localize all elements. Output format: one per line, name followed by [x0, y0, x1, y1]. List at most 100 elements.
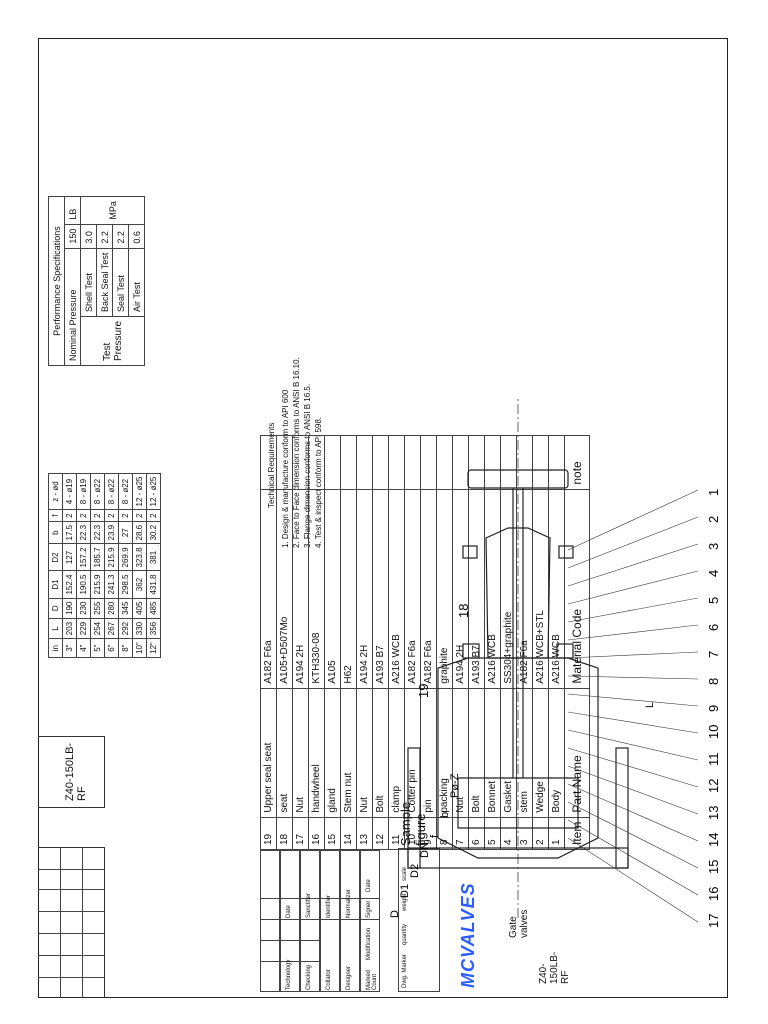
balloon-label: 16 [706, 887, 721, 901]
leader-line [567, 801, 699, 869]
dims-cell: 12" [146, 638, 161, 658]
spec-row-value: 3.0 [80, 224, 97, 249]
bom-cell-no: 18 [276, 817, 293, 850]
dims-cell: 330 [132, 618, 147, 639]
gate-valve-drawing: L 17161514131211109876543211918DD1D2DNfb… [389, 398, 721, 928]
dim-label: D1 [399, 884, 411, 898]
dims-cell: 280 [104, 598, 119, 619]
balloon-label: 8 [706, 678, 721, 685]
balloon-label: 7 [706, 651, 721, 658]
balloon-label: 3 [706, 543, 721, 550]
dims-cell: 22.3 [90, 521, 105, 544]
dims-cell: 2 [132, 509, 147, 522]
balloon-label-inner: 19 [416, 684, 431, 698]
bom-cell-note [340, 435, 357, 490]
tb-count: Count [372, 973, 378, 990]
leader-line [567, 711, 699, 734]
tb-designer: Designer [346, 965, 352, 990]
dims-header: z - ød [48, 473, 63, 510]
bom-cell-pn: Nut [292, 688, 309, 818]
leader-line [567, 729, 699, 761]
leader-line [567, 675, 699, 680]
dim-label: D [389, 910, 401, 918]
model-label-box: Z40-150LB- RF [38, 736, 105, 808]
dims-cell: 17.5 [62, 521, 77, 544]
nominal-pressure-unit: LB [64, 196, 81, 225]
balloon-label: 10 [706, 725, 721, 739]
dims-cell: 298.5 [118, 571, 133, 599]
dims-cell: 6" [104, 638, 119, 658]
balloon-label: 6 [706, 624, 721, 631]
bom-cell-note [276, 435, 293, 490]
spec-row-value: 2.2 [112, 224, 129, 249]
dims-cell: 215.9 [104, 543, 119, 571]
bom-cell-pn: handwheel [308, 688, 325, 818]
tb-date2: Date [286, 905, 292, 918]
dims-cell: 190 [62, 598, 77, 619]
leader-line [567, 489, 699, 551]
dims-cell: 362 [132, 571, 147, 599]
leader-line [567, 693, 699, 707]
dims-cell: 254 [90, 618, 105, 639]
dims-cell: 4 - ø19 [62, 473, 77, 510]
balloon-label: 14 [706, 833, 721, 847]
spec-row-label: Back Seal Test [96, 248, 113, 317]
revision-strip [38, 847, 105, 998]
dims-cell: 157.2 [76, 543, 91, 571]
dims-cell: 2 [62, 509, 77, 522]
dims-cell: 485 [146, 598, 161, 619]
dims-cell: 2 [76, 509, 91, 522]
dims-cell: 8 - ø19 [76, 473, 91, 510]
drawing-sheet: Z40-150LB- RF Performance Specifications… [38, 38, 728, 998]
leader-line [567, 819, 699, 896]
dims-cell: 431.8 [146, 571, 161, 599]
tb-identifier: Identifier [326, 894, 332, 918]
dims-cell: 4" [76, 638, 91, 658]
balloon-label: 11 [706, 753, 721, 767]
title-block-grid: Marked Count Modification Signer Date De… [260, 850, 380, 992]
leader-line [567, 570, 699, 605]
dims-cell: 3" [62, 638, 77, 658]
balloon-label: 2 [706, 516, 721, 523]
balloon-label: 9 [706, 705, 721, 712]
dim-label: Pø-Z [449, 773, 461, 798]
dims-cell: 405 [132, 598, 147, 619]
dims-cell: 8 - ø22 [104, 473, 119, 510]
bom-cell-mat: KTH330-08 [308, 489, 325, 689]
dim-label: f [429, 834, 441, 838]
balloon-label-inner: 18 [456, 604, 471, 618]
dim-label-L: L [644, 702, 656, 708]
dims-cell: 229 [76, 618, 91, 639]
dims-cell: 22.3 [76, 521, 91, 544]
dims-cell: 190.5 [76, 571, 91, 599]
dims-cell: 255 [90, 598, 105, 619]
bom-cell-no: 14 [340, 817, 357, 850]
dims-cell: 292 [118, 618, 133, 639]
bom-cell-no: 16 [308, 817, 325, 850]
dims-header: L [48, 618, 63, 639]
balloon-label: 12 [706, 779, 721, 793]
dim-label: D2 [409, 864, 421, 878]
dims-cell: 8 - ø22 [118, 473, 133, 510]
spec-row-label: Shell Test [80, 248, 97, 317]
dims-cell: 23.9 [104, 521, 119, 544]
bom-cell-pn: Stem nut [340, 688, 357, 818]
bom-cell-note [260, 435, 277, 490]
spec-row-value: 2.2 [96, 224, 113, 249]
bom-cell-mat: H62 [340, 489, 357, 689]
bom-cell-mat: A194 2H [292, 489, 309, 689]
nominal-pressure-value: 150 [64, 224, 81, 249]
dims-cell: 267 [104, 618, 119, 639]
performance-spec-table: Performance Specifications Nominal Press… [48, 196, 145, 366]
dims-cell: 381 [146, 543, 161, 571]
